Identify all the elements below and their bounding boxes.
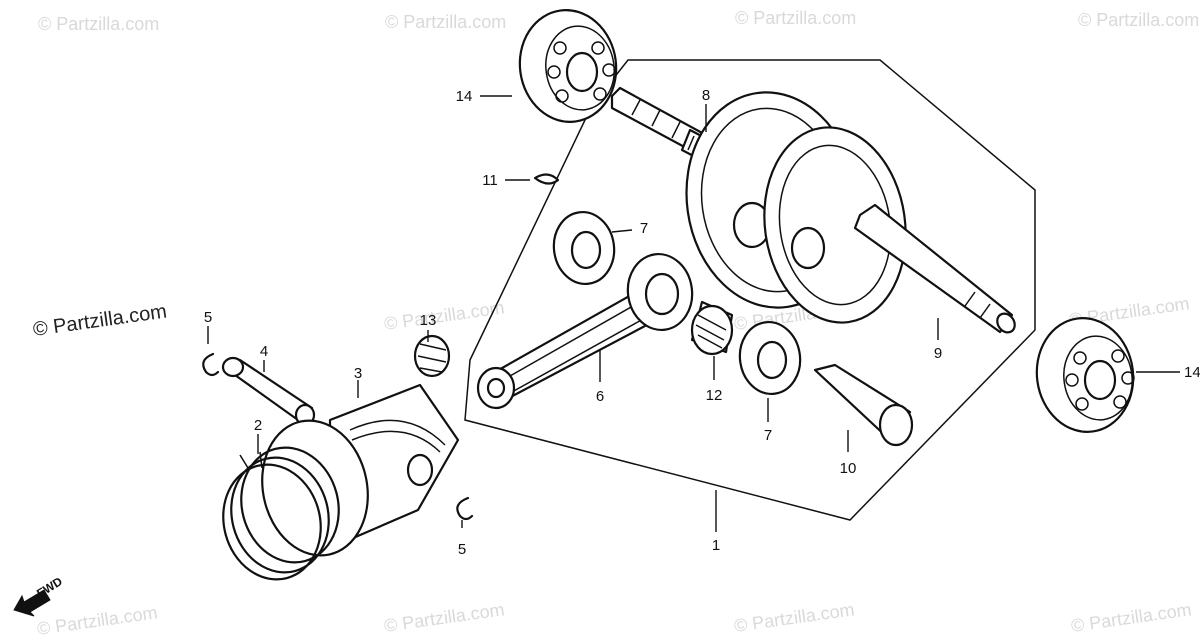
callout-2: 2 — [254, 417, 262, 434]
callout-5-lower: 5 — [458, 541, 466, 558]
callout-10: 10 — [840, 460, 857, 477]
callout-11: 11 — [482, 172, 498, 189]
circlip-lower — [456, 496, 474, 521]
washer-top — [552, 211, 616, 285]
callout-5-upper: 5 — [204, 309, 212, 326]
watermark-text: © Partzilla.com — [383, 297, 506, 334]
watermark-text: © Partzilla.com — [733, 599, 856, 636]
assembly-boundary — [464, 59, 1036, 521]
callout-7-upper: 7 — [640, 220, 648, 237]
callouts: 1 2 3 4 5 5 6 7 7 8 9 10 11 12 13 14 14 — [204, 87, 1200, 558]
needle-bearing-small — [413, 334, 451, 378]
woodruff-key — [533, 173, 560, 185]
fwd-label: FWD — [34, 574, 65, 601]
callout-13: 13 — [420, 312, 437, 329]
circlip-upper — [202, 352, 220, 377]
piston-pin — [221, 356, 316, 427]
watermark-main: © Partzilla.com — [32, 300, 169, 341]
watermark-text: © Partzilla.com — [385, 12, 506, 32]
callout-3: 3 — [354, 365, 362, 382]
callout-12: 12 — [706, 387, 723, 404]
washer-bottom — [738, 321, 802, 395]
fwd-indicator: FWD — [13, 574, 65, 617]
callout-14-left: 14 — [456, 88, 473, 105]
watermark-text: © Partzilla.com — [36, 602, 159, 639]
piston-rings — [222, 446, 340, 581]
connecting-rod — [476, 253, 694, 410]
watermark-text: © Partzilla.com — [383, 599, 506, 636]
needle-bearing-large — [690, 300, 734, 356]
callout-14-right: 14 — [1184, 364, 1200, 381]
fwd-arrow-icon — [13, 589, 51, 617]
crankshaft — [610, 86, 1016, 334]
piston — [261, 383, 460, 557]
callout-6: 6 — [596, 388, 604, 405]
bearing-right — [1035, 317, 1135, 433]
callout-7-lower: 7 — [764, 427, 772, 444]
watermark-text: © Partzilla.com — [1078, 10, 1199, 30]
leader-lines — [207, 95, 1180, 532]
callout-1: 1 — [712, 537, 720, 554]
bearing-top — [518, 9, 618, 123]
callout-4: 4 — [260, 343, 268, 360]
crank-pin — [813, 363, 914, 447]
watermark-text: © Partzilla.com — [1070, 599, 1193, 636]
callout-9: 9 — [934, 345, 942, 362]
watermark-text: © Partzilla.com — [735, 8, 856, 28]
watermark-text: © Partzilla.com — [38, 14, 159, 34]
callout-8: 8 — [702, 87, 710, 104]
